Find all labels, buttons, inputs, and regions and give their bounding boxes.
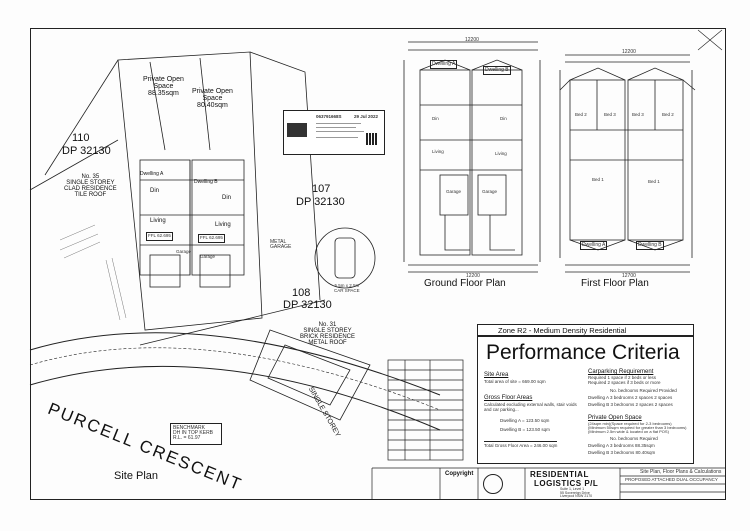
first-bed2-b: Bed 2	[662, 112, 674, 117]
site-dwelling-b: Dwelling B	[194, 179, 218, 185]
carparking-cols: No. bedrooms Required Provided	[610, 388, 677, 393]
council-notice-card: 063791668S 29 Jul 2022	[283, 110, 385, 155]
pos-note: (24sqm min)(Space required for 2-3 bedro…	[588, 421, 687, 434]
ground-garage-b: Garage	[482, 189, 498, 194]
pos-a: Dwelling A 3 bedrooms 88.35sqm	[588, 443, 655, 448]
site-area-row: Total area of site = 669.00 sqm	[484, 379, 546, 384]
gfa-dwelling-a: Dwelling A = 123.50 sqm	[500, 418, 550, 423]
lot-107-dp: DP 32130	[296, 196, 345, 208]
site-dwelling-a: Dwelling A	[140, 171, 164, 177]
carparking-a: Dwelling A 3 bedrooms 2 spaces 2 spaces	[588, 395, 673, 400]
company-line1: RESIDENTIAL	[530, 470, 589, 479]
ground-din-b: Din	[500, 116, 507, 121]
project-subtitle: PROPOSED ATTACHED DUAL OCCUPANCY	[625, 477, 718, 482]
lot-108-number: 108	[292, 287, 311, 299]
first-bed2-a: Bed 2	[575, 112, 587, 117]
first-bed3-b: Bed 3	[632, 112, 644, 117]
first-floor-plan-title: First Floor Plan	[581, 278, 649, 289]
notice-ref: 063791668S	[316, 114, 342, 119]
zone-title: Zone R2 - Medium Density Residential	[498, 326, 627, 335]
ffl-b: FFL 62.695	[198, 234, 225, 243]
site-din-a: Din	[150, 188, 160, 194]
gfa-dwelling-b: Dwelling B = 123.50 sqm	[500, 427, 550, 432]
carparking-note: Required 1 space if 2 beds or less Requi…	[588, 375, 661, 385]
pos-cols: No. bedrooms Required	[610, 436, 658, 441]
first-dim-top: 12200	[622, 49, 636, 55]
site-din-b: Din	[222, 195, 232, 201]
ffl-a: FFL 62.695	[146, 232, 173, 241]
performance-criteria-panel: Performance Criteria Site Area Total are…	[477, 336, 694, 464]
site-area-heading: Site Area	[484, 372, 509, 378]
ground-dim-top: 12200	[465, 37, 479, 43]
first-dwelling-b: Dwelling B	[636, 241, 664, 250]
company-line2: LOGISTICS P/L	[534, 479, 599, 488]
site-plan-title: Site Plan	[114, 470, 159, 482]
no35-label: No. 35 SINGLE STOREY CLAD RESIDENCE TILE…	[64, 174, 117, 198]
car-space-label: 5.5m x 2.5m CAR SPACE	[334, 283, 360, 293]
zone-banner: Zone R2 - Medium Density Residential	[477, 324, 694, 336]
ground-dim-bottom: 12200	[466, 273, 480, 279]
carparking-heading: Carparking Requirement	[588, 369, 654, 375]
first-bed1-a: Bed 1	[592, 177, 604, 182]
company-address: Suite 1, Level 1 55 Sovereign Drive Live…	[560, 487, 593, 498]
ground-floor-plan-title: Ground Floor Plan	[424, 278, 506, 289]
first-bed1-b: Bed 1	[648, 179, 660, 184]
private-open-space-b: Private Open Space 80.40sqm	[192, 88, 233, 109]
lot-108-dp: DP 32130	[283, 299, 332, 311]
metal-garage-label: METAL GARAGE	[270, 239, 292, 250]
ground-dwelling-b: Dwelling B	[483, 66, 511, 75]
ground-living-a: Living	[432, 149, 444, 154]
lot-110-dp: DP 32130	[62, 145, 111, 157]
lot-110-number: 110	[72, 132, 90, 144]
lot-107-number: 107	[312, 183, 331, 195]
no31-label: No. 31 SINGLE STOREY BRICK RESIDENCE MET…	[300, 322, 356, 346]
site-garage-a: Garage	[176, 249, 192, 254]
performance-criteria-title: Performance Criteria	[486, 341, 680, 364]
gfa-heading: Gross Floor Areas	[484, 395, 533, 401]
gfa-total: Total Gross Floor Area = 246.00 sqm	[484, 441, 558, 448]
ground-din-a: Din	[432, 116, 439, 121]
copyright-label: Copyright	[445, 471, 474, 477]
pos-heading: Private Open Space	[588, 415, 642, 421]
project-title: Site Plan, Floor Plans & Calculations	[640, 469, 722, 475]
first-dwelling-a: Dwelling A	[580, 241, 608, 250]
sheet-border	[30, 28, 726, 500]
carparking-b: Dwelling B 3 bedrooms 2 spaces 2 spaces	[588, 402, 673, 407]
ground-living-b: Living	[495, 151, 507, 156]
benchmark-text: BENCHMARK DH IN TOP KERB R.L. = 61.97	[173, 425, 214, 441]
site-living-a: Living	[150, 218, 166, 224]
site-garage-b: Garage	[200, 254, 216, 259]
private-open-space-a: Private Open Space 88.35sqm	[143, 76, 184, 97]
ground-dwelling-a: Dwelling A	[430, 60, 458, 69]
ground-garage-a: Garage	[446, 189, 462, 194]
first-dim-bottom: 12700	[622, 273, 636, 279]
first-bed3-a: Bed 3	[604, 112, 616, 117]
accreditation-logo	[483, 474, 503, 494]
house-logo	[287, 123, 307, 137]
site-living-b: Living	[215, 222, 231, 228]
gfa-note: Calculated excluding external walls, sta…	[484, 402, 577, 412]
pos-b: Dwelling B 3 bedrooms 80.40sqm	[588, 450, 656, 455]
benchmark-box: BENCHMARK DH IN TOP KERB R.L. = 61.97	[170, 423, 222, 445]
notice-date: 29 Jul 2022	[354, 114, 379, 119]
qr-code	[366, 133, 378, 145]
